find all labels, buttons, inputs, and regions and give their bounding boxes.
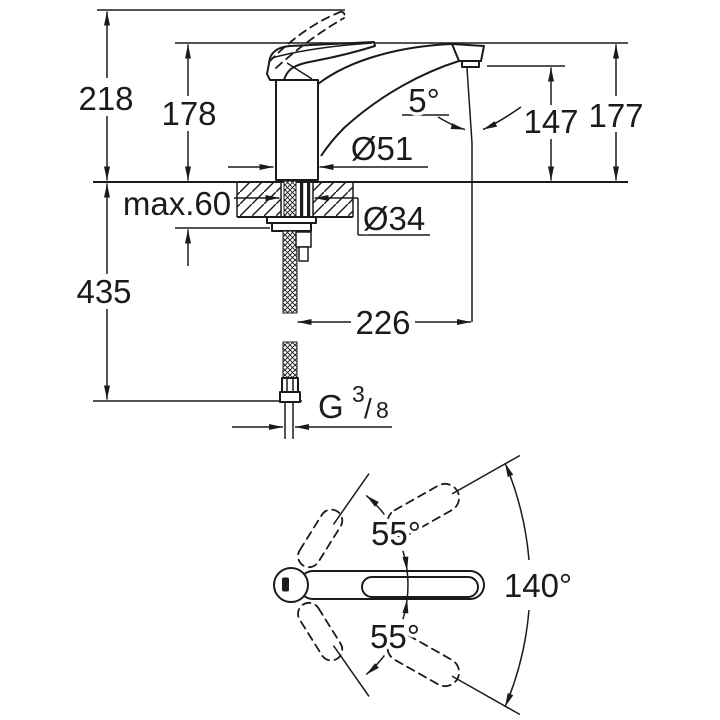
dim-hose-drop-label: 435 bbox=[76, 273, 131, 310]
swivel-total-angle-label: 140° bbox=[504, 567, 572, 604]
dim-body-diameter-label: Ø51 bbox=[351, 130, 413, 167]
dim-spout-angle-label: 5° bbox=[408, 82, 440, 119]
dim-lever-height-label: 178 bbox=[161, 95, 216, 132]
swivel-upper-angle-label: 55° bbox=[371, 515, 421, 552]
reference-lines bbox=[93, 9, 628, 402]
thread-denominator: 8 bbox=[376, 397, 389, 423]
faucet-body-outline bbox=[266, 41, 485, 181]
swivel-lower-angle-label: 55° bbox=[370, 618, 420, 655]
dim-spout-right-height-label: 177 bbox=[588, 97, 643, 134]
dim-max-counter-thickness-label: max.60 bbox=[123, 185, 231, 222]
top-plan-view: 55° 55° 140° bbox=[273, 454, 576, 716]
spout-top-outline bbox=[273, 567, 485, 603]
swivel-140-arc bbox=[504, 462, 530, 708]
dim-spout-reach-label: 226 bbox=[355, 304, 410, 341]
swivel-limit-lines bbox=[332, 454, 521, 716]
thread-numerator: 3 bbox=[352, 381, 365, 407]
side-elevation-view: 218 178 435 max.60 Ø51 Ø34 5° 147 177 22… bbox=[73, 9, 647, 439]
dim-overall-height-label: 218 bbox=[78, 80, 133, 117]
thread-letter: G bbox=[318, 388, 344, 425]
swivel-55-arcs bbox=[365, 494, 409, 676]
dimension-lines bbox=[104, 11, 619, 430]
mounting-shank-and-hose bbox=[266, 180, 317, 439]
dim-hole-diameter-label: Ø34 bbox=[363, 200, 425, 237]
dim-outlet-height-label: 147 bbox=[523, 103, 578, 140]
raised-lever-dashed-outline bbox=[268, 10, 346, 69]
thread-slash: / bbox=[364, 393, 372, 424]
outlet-stream-centerline bbox=[466, 67, 473, 322]
thread-size-label: G 3 / 8 bbox=[315, 378, 393, 429]
